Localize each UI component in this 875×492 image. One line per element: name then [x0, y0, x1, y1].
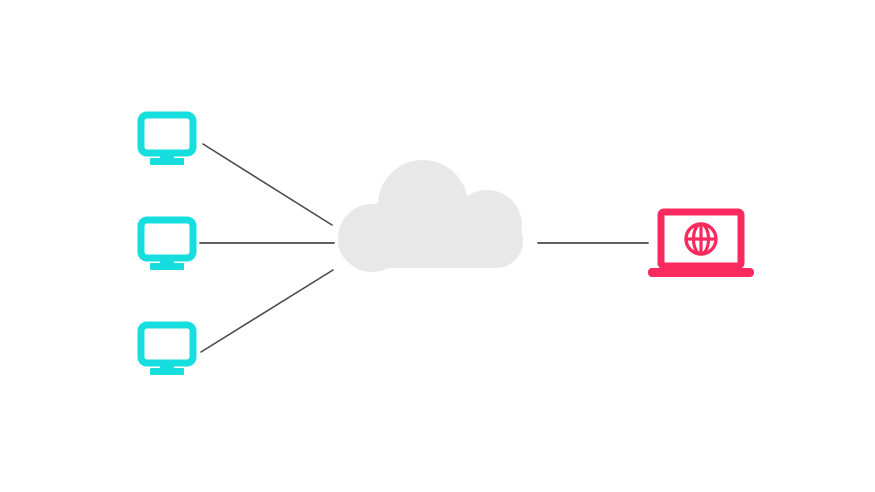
laptop-globe-icon: [648, 208, 754, 277]
cloud-node[interactable]: [338, 160, 523, 272]
client-monitor-1[interactable]: [137, 111, 197, 165]
server-laptop-node[interactable]: [648, 208, 754, 277]
cloud-icon: [338, 160, 523, 272]
connector-client1-to-cloud: [202, 143, 333, 226]
desktop-monitor-icon: [137, 111, 197, 165]
client-monitor-3[interactable]: [137, 321, 197, 375]
connector-client3-to-cloud: [200, 269, 334, 353]
client-monitor-2[interactable]: [137, 216, 197, 270]
desktop-monitor-icon: [137, 216, 197, 270]
connector-group: [199, 143, 649, 353]
globe-icon: [684, 222, 718, 256]
desktop-monitor-icon: [137, 321, 197, 375]
